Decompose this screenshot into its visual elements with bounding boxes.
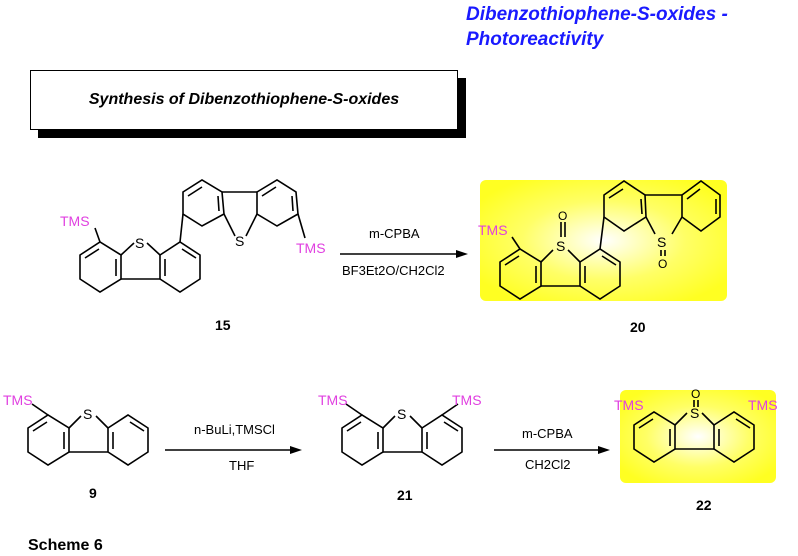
arrowhead — [290, 446, 302, 454]
compound-number-21: 21 — [397, 487, 413, 503]
compound-15-structure — [79, 179, 306, 293]
title-line-1: Dibenzothiophene-S-oxides - — [466, 4, 728, 25]
sulfur-label: S — [657, 234, 666, 250]
scheme-label: Scheme 6 — [28, 537, 103, 554]
sulfur-label: S — [690, 405, 699, 421]
reagent-label: m-CPBA — [369, 226, 420, 241]
compound-9-structure — [27, 403, 149, 466]
tms-label: TMS — [748, 397, 778, 413]
arrowhead — [456, 250, 468, 258]
compound-number-9: 9 — [89, 485, 97, 501]
reagent-label: BF3Et2O/CH2Cl2 — [342, 263, 445, 278]
compound-number-22: 22 — [696, 497, 712, 513]
compound-20-structure — [499, 180, 721, 300]
sulfur-label: S — [235, 233, 244, 249]
tms-label: TMS — [478, 222, 508, 238]
oxygen-label: O — [658, 257, 667, 271]
oxygen-label: O — [691, 387, 700, 401]
section-box-label: Synthesis of Dibenzothiophene-S-oxides — [88, 91, 400, 108]
compound-21-structure — [341, 403, 463, 466]
sulfur-label: S — [83, 406, 92, 422]
compound-number-15: 15 — [215, 317, 231, 333]
tms-label: TMS — [452, 392, 482, 408]
compound-22-structure — [633, 400, 755, 463]
sulfur-label: S — [556, 238, 565, 254]
tms-label: TMS — [296, 240, 326, 256]
sulfur-label: S — [397, 406, 406, 422]
tms-label: TMS — [60, 213, 90, 229]
title-line-2: Photoreactivity — [466, 29, 604, 50]
arrowhead — [598, 446, 610, 454]
page-title: Dibenzothiophene-S-oxides - Photoreactiv… — [466, 2, 728, 52]
reagent-label: CH2Cl2 — [525, 457, 571, 472]
reagent-label: m-CPBA — [522, 426, 573, 441]
reagent-label: THF — [229, 458, 254, 473]
oxygen-label: O — [558, 209, 567, 223]
reagent-label: n-BuLi,TMSCl — [194, 422, 275, 437]
section-box: Synthesis of Dibenzothiophene-S-oxides — [30, 70, 458, 130]
tms-label: TMS — [318, 392, 348, 408]
tms-label: TMS — [3, 392, 33, 408]
tms-label: TMS — [614, 397, 644, 413]
compound-number-20: 20 — [630, 319, 646, 335]
sulfur-label: S — [135, 235, 144, 251]
